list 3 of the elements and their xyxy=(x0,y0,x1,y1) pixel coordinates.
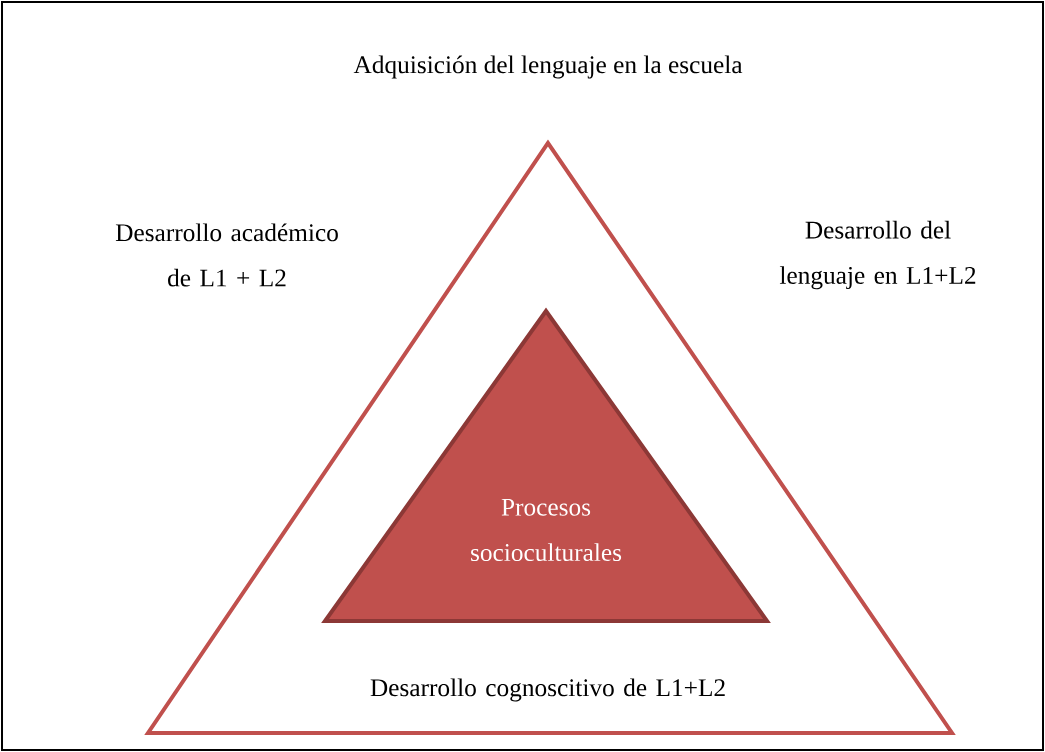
title: Adquisición del lenguaje en la escuela xyxy=(353,55,743,79)
side-label: Desarrollo del lenguaje en L1+L2 xyxy=(779,220,976,290)
side-label: Desarrollo académico de L1 + L2 xyxy=(115,223,338,287)
